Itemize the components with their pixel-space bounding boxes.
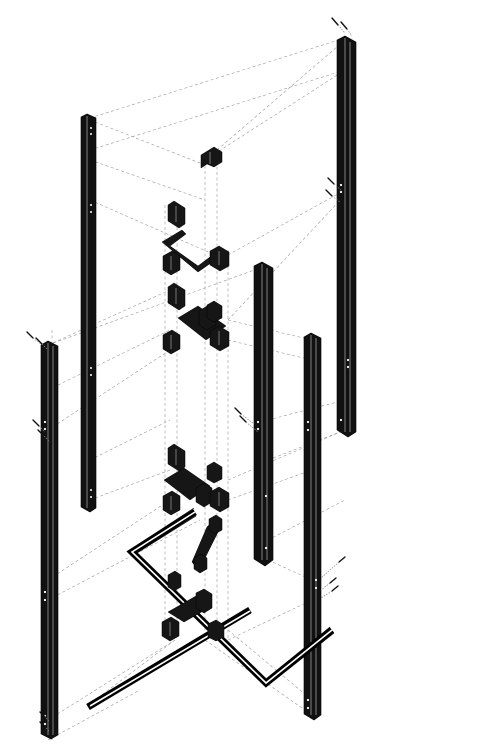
- diagonal-brace: [191, 514, 223, 574]
- post-upper-left: [80, 113, 97, 513]
- bracket-set-1: [161, 200, 230, 276]
- fastener-bolts: [26, 17, 353, 733]
- post-top-right: [336, 35, 357, 438]
- bracket-top: [200, 146, 223, 169]
- bracket-set-3: [162, 443, 230, 516]
- post-center: [253, 261, 274, 567]
- post-lower-left: [40, 340, 59, 740]
- bracket-set-4: [161, 570, 225, 642]
- post-lower-right: [303, 332, 322, 721]
- bracket-set-2: [162, 282, 230, 355]
